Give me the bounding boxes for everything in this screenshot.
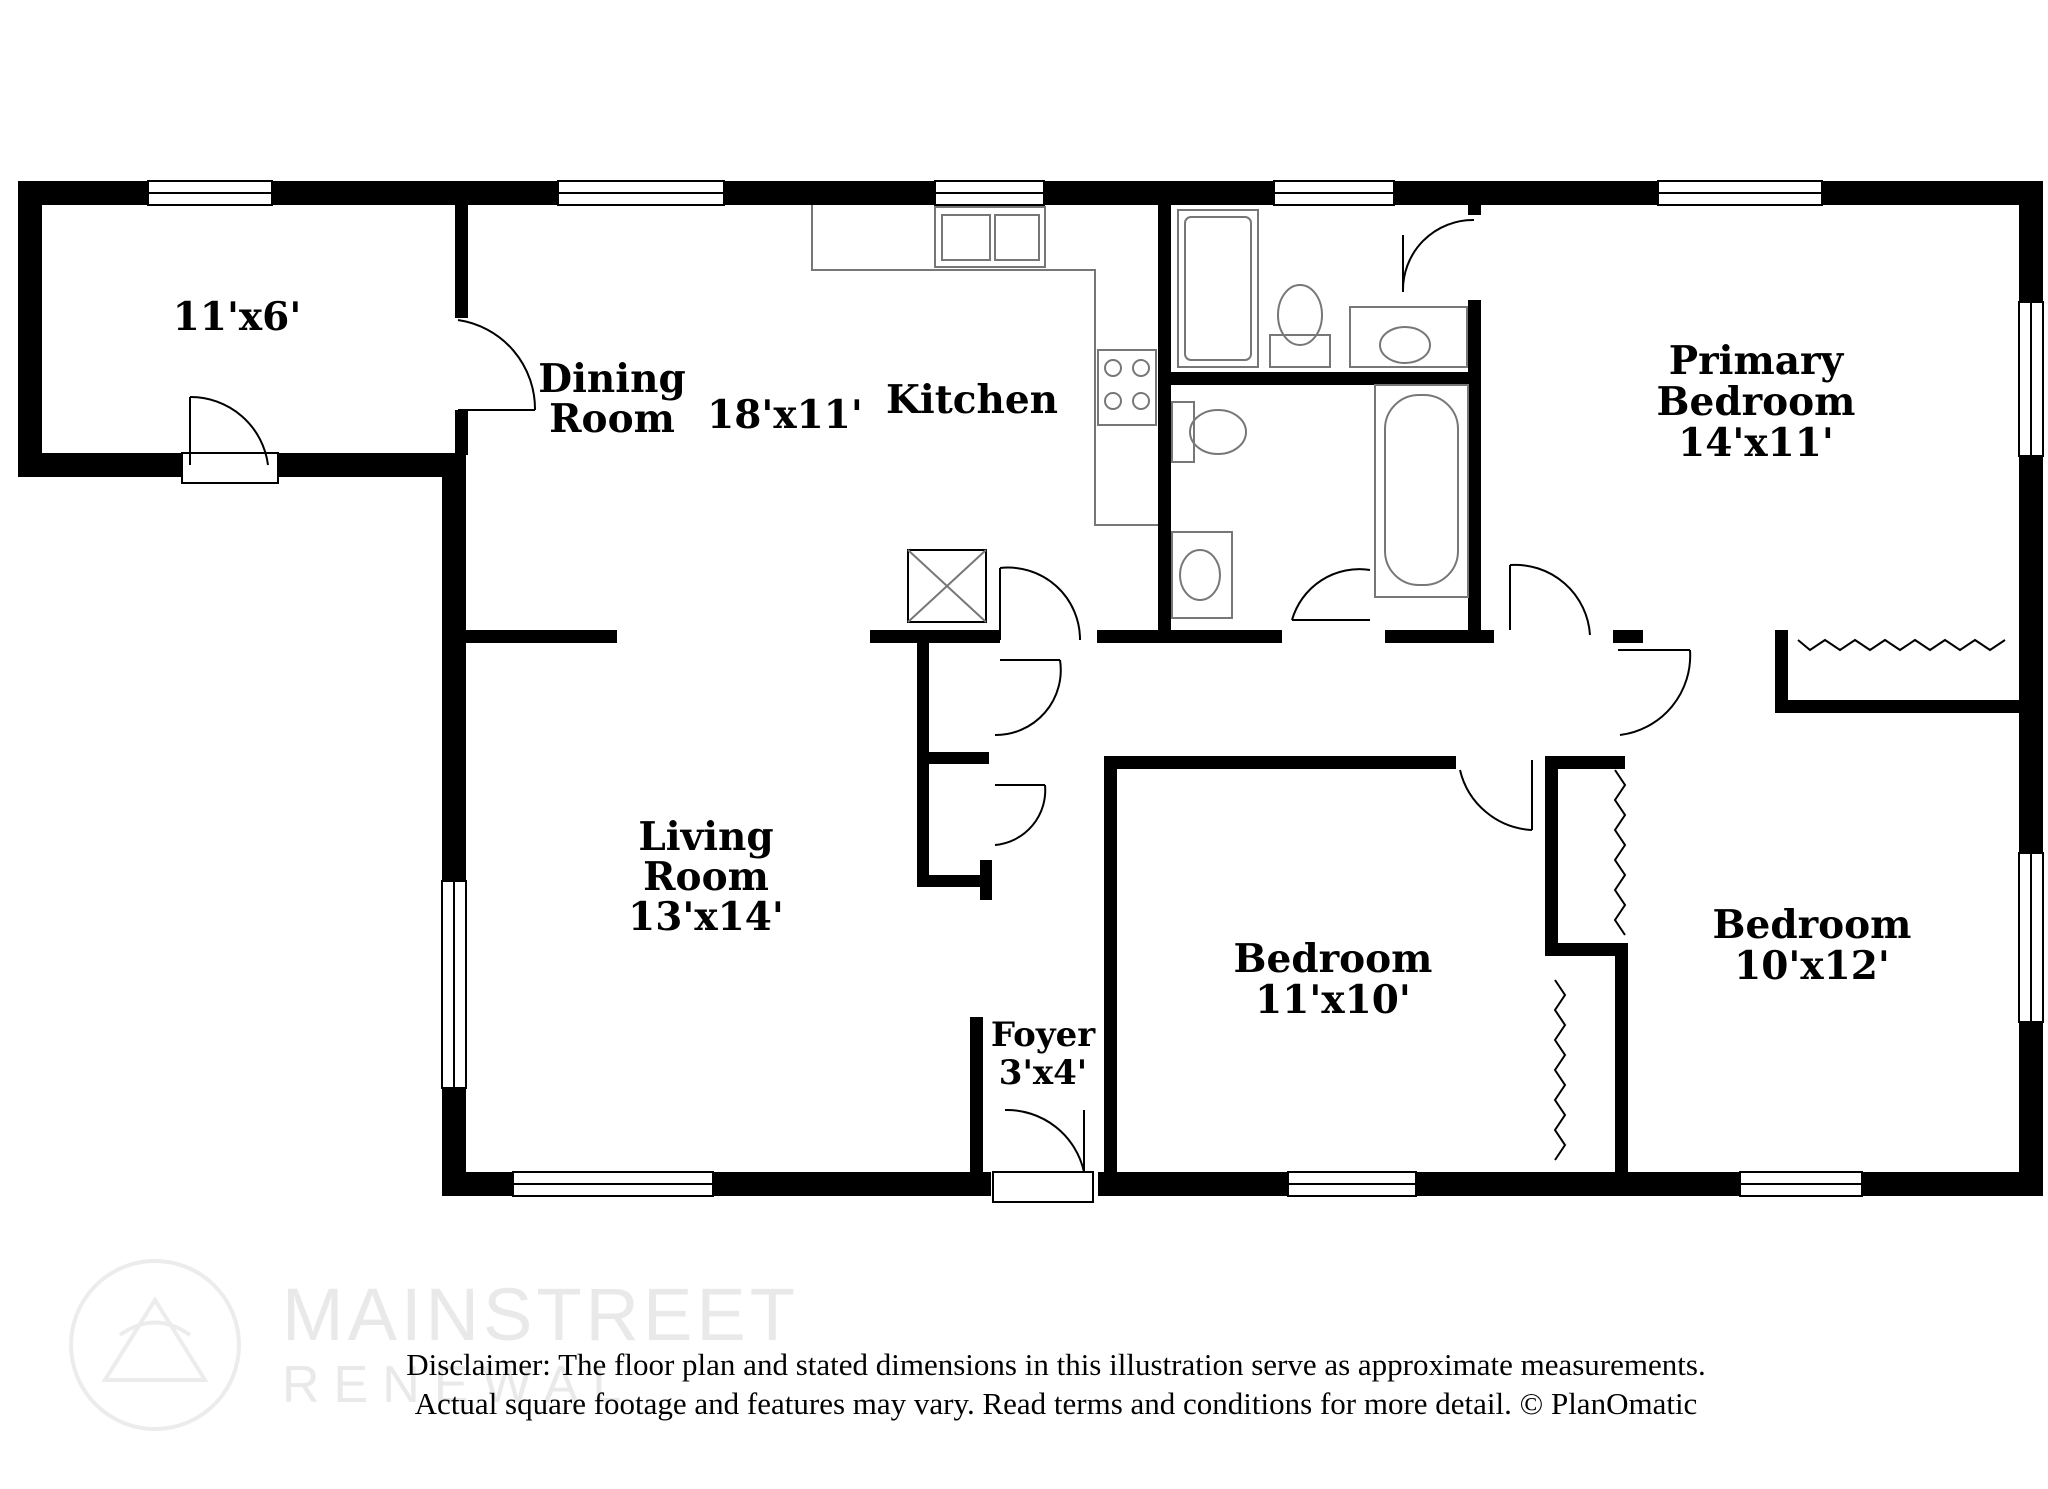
dining-room-label-line2: Room [549, 396, 675, 442]
walls [18, 181, 2043, 1196]
living-room-dimension-label: 13'x14' [628, 894, 784, 940]
foyer-label: Foyer [991, 1015, 1096, 1055]
fixtures [811, 205, 1469, 623]
living-room-label-line2: Room [643, 854, 769, 900]
storage-dimension-label: 11'x6' [173, 294, 302, 340]
dining-room-label-line1: Dining [538, 356, 685, 402]
primary-bedroom-dimension-label: 14'x11' [1678, 420, 1834, 466]
watermark: MAINSTREET RENEWAL [69, 1259, 799, 1431]
watermark-brand-line1: MAINSTREET [282, 1273, 799, 1356]
bedroom-2-dimension-label: 11'x10' [1255, 977, 1411, 1023]
primary-bedroom-label-line2: Bedroom [1657, 379, 1856, 425]
disclaimer: Disclaimer: The floor plan and stated di… [406, 1347, 1705, 1421]
room-labels: 11'x6' Dining Room 18'x11' Kitchen Prima… [173, 294, 1912, 1093]
watermark-brand-line2: RENEWAL [282, 1356, 635, 1414]
kitchen-dimension-label: 18'x11' [707, 392, 863, 438]
disclaimer-line1: Disclaimer: The floor plan and stated di… [406, 1347, 1705, 1382]
disclaimer-line2: Actual square footage and features may v… [415, 1386, 1698, 1421]
primary-bedroom-label-line1: Primary [1669, 338, 1845, 384]
windows [147, 180, 2044, 1197]
doors [181, 218, 1692, 1203]
foyer-dimension-label: 3'x4' [999, 1053, 1087, 1093]
bedroom-2-label: Bedroom [1234, 936, 1433, 982]
living-room-label-line1: Living [638, 814, 773, 860]
kitchen-label: Kitchen [886, 377, 1058, 423]
closet-bifold-doors [1553, 638, 2006, 1161]
bedroom-3-dimension-label: 10'x12' [1734, 943, 1890, 989]
bedroom-3-label: Bedroom [1713, 902, 1912, 948]
